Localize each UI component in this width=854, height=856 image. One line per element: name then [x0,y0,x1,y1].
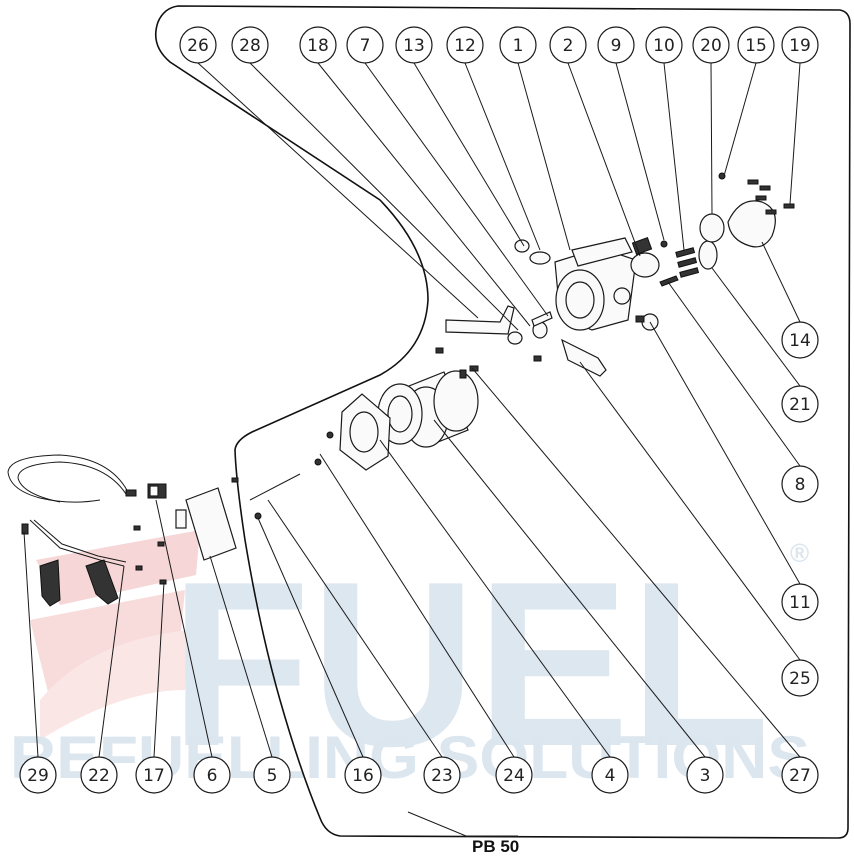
flange-washer-part [314,458,322,466]
model-pointer-line [407,811,518,837]
callout-16: 16 [344,756,382,794]
callout-25: 25 [781,659,819,697]
motor-flange-part [339,393,391,471]
rotor-part [630,236,660,278]
cover-screws-part [747,179,795,215]
handle-screw-part [435,347,444,354]
callout-29: 29 [19,756,57,794]
switch-box-part [175,487,237,561]
svg-text:1: 1 [513,36,524,56]
callout-23: 23 [423,756,461,794]
leader-lines [23,62,801,758]
pump-body-part [554,237,637,331]
svg-text:28: 28 [239,36,261,56]
kit-boundary-outline [154,5,851,839]
svg-text:10: 10 [653,36,675,56]
battery-cable-part [7,454,129,567]
svg-text:5: 5 [267,766,278,786]
callout-1: 1 [499,26,537,64]
battery-clamps-part [39,559,119,607]
svg-text:11: 11 [789,593,811,613]
box-screw-part [231,477,239,483]
svg-text:16: 16 [352,766,374,786]
plate-part [698,240,718,270]
flange-nut-part [326,431,334,439]
handle-bracket-part [445,305,515,335]
callout-bubbles: 26 28 18 7 13 12 1 2 9 10 20 15 19 14 21… [19,26,819,794]
tie-rod-part [249,473,301,501]
callout-13: 13 [395,26,433,64]
pump-cover-part [727,200,776,248]
callout-21: 21 [781,385,819,423]
key-part [659,275,679,287]
svg-text:4: 4 [605,766,616,786]
model-label: PB 50 [472,837,519,856]
callout-19: 19 [781,26,819,64]
bypass-spring-part [529,251,551,265]
callout-2: 2 [549,26,587,64]
callout-12: 12 [446,26,484,64]
brand-watermark: FUEL ® REFUELLING SOLUTIONS [10,530,810,795]
callout-11: 11 [781,583,819,621]
svg-text:15: 15 [745,36,767,56]
cable-terminal-part [21,489,137,535]
callout-28: 28 [231,26,269,64]
pin-part [660,240,668,248]
parts-artwork [7,172,795,607]
callout-22: 22 [80,756,118,794]
svg-text:19: 19 [789,36,811,56]
callout-14: 14 [781,321,819,359]
svg-text:18: 18 [307,36,329,56]
callout-3: 3 [686,756,724,794]
callout-6: 6 [193,756,231,794]
callout-7: 7 [346,26,384,64]
callout-4: 4 [591,756,629,794]
callout-5: 5 [253,756,291,794]
callout-24: 24 [495,756,533,794]
svg-text:24: 24 [503,766,525,786]
svg-text:14: 14 [789,331,811,351]
motor-screw-part [533,355,542,362]
svg-text:7: 7 [360,36,371,56]
callout-15: 15 [737,26,775,64]
vanes-part [675,247,700,278]
callout-8: 8 [781,465,819,503]
registered-mark: ® [790,538,809,568]
svg-text:25: 25 [789,669,811,689]
svg-text:3: 3 [700,766,711,786]
svg-text:26: 26 [187,36,209,56]
svg-text:17: 17 [143,766,165,786]
svg-text:20: 20 [700,36,722,56]
svg-text:9: 9 [611,36,622,56]
check-screw-part [718,172,726,180]
svg-text:27: 27 [789,766,811,786]
svg-text:22: 22 [88,766,110,786]
hose-clamp-part [507,311,553,345]
svg-text:2: 2 [563,36,574,56]
brand-logo-mark [30,530,200,740]
callout-9: 9 [597,26,635,64]
svg-text:13: 13 [403,36,425,56]
plug-part [635,313,659,331]
svg-text:29: 29 [27,766,49,786]
o-ring-part [699,213,725,243]
callout-26: 26 [179,26,217,64]
svg-text:6: 6 [207,766,218,786]
callout-27: 27 [781,756,819,794]
mounting-bracket-part [561,338,607,377]
svg-text:12: 12 [454,36,476,56]
svg-text:21: 21 [789,395,811,415]
svg-text:23: 23 [431,766,453,786]
callout-18: 18 [299,26,337,64]
bypass-cap-part [514,239,530,253]
callout-17: 17 [135,756,173,794]
box-screws-part [133,525,167,585]
rocker-switch-part [147,483,167,499]
svg-text:8: 8 [795,475,806,495]
callout-20: 20 [692,26,730,64]
callout-10: 10 [645,26,683,64]
